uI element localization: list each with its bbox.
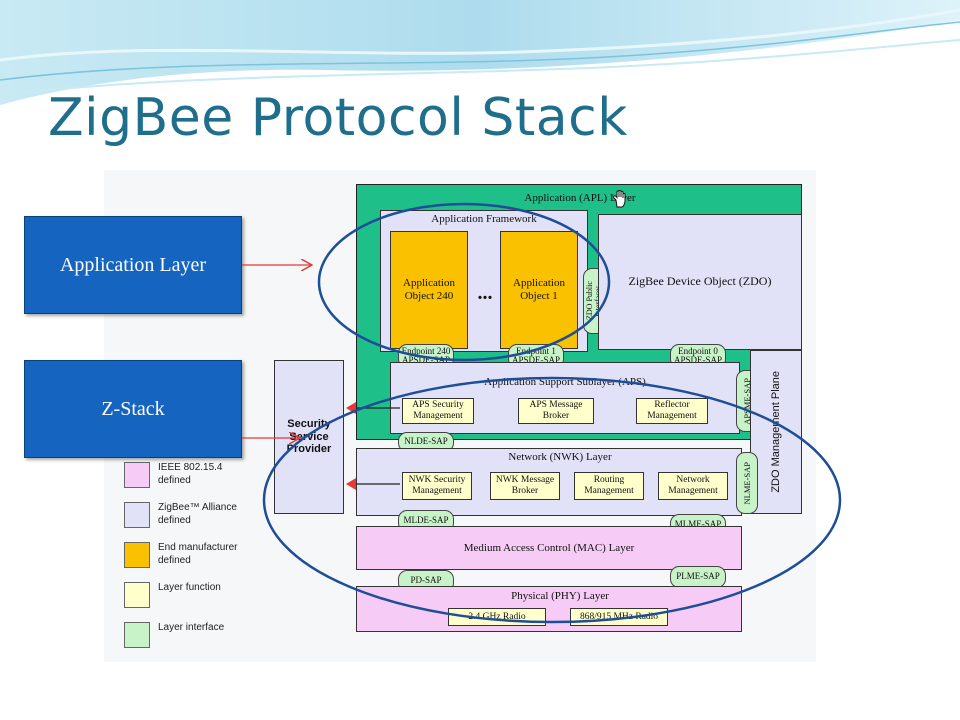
aps-sublayer-label: Application Support Sublayer (APS) [484,376,646,388]
mac-layer-box: Medium Access Control (MAC) Layer [356,526,742,570]
routing-management: Routing Management [574,472,644,500]
network-management-label: Network Management [668,475,718,496]
zdo-management-plane-label: ZDO Management Plane [769,371,782,493]
zstack-callout: Z-Stack [24,360,242,458]
hand-cursor-icon [613,190,626,208]
security-service-provider: Security Service Provider [274,360,344,514]
nwk-security-management: NWK Security Management [402,472,472,500]
header-wave-decoration [0,0,960,105]
phy-layer-label: Physical (PHY) Layer [511,590,609,602]
app-object-1-label: Application Object 1 [513,277,565,302]
nwk-security-management-label: NWK Security Management [408,475,466,496]
plme-sap-label: PLME-SAP [676,571,720,582]
mac-layer-label: Medium Access Control (MAC) Layer [463,541,635,554]
zdo-box: ZigBee Device Object (ZDO) [598,214,802,350]
app-objects-ellipsis: ... [477,282,493,304]
legend-swatch-end-manufacturer [124,542,150,568]
legend-label-layer-interface: Layer interface [158,622,225,633]
nwk-layer-label: Network (NWK) Layer [508,451,612,463]
nwk-message-broker: NWK Message Broker [490,472,560,500]
aps-security-management-label: APS Security Management [412,400,464,421]
mlde-sap-label: MLDE-SAP [403,515,449,526]
legend-label-zigbee-alliance: ZigBee™ Alliance defined [158,502,237,526]
app-object-240-label: Application Object 240 [403,277,455,302]
app-object-240: Application Object 240 [390,231,468,349]
legend-swatch-layer-function [124,582,150,608]
pd-sap-label: PD-SAP [410,575,442,586]
app-object-1: Application Object 1 [500,231,578,349]
reflector-management-label: Reflector Management [647,400,697,421]
apl-layer-label: Application (APL) Layer [524,192,636,204]
aps-message-broker-label: APS Message Broker [529,400,583,421]
radio-868-915mhz-label: 868/915 MHz Radio [579,611,659,622]
routing-management-label: Routing Management [584,475,634,496]
plme-sap: PLME-SAP [670,566,726,588]
nwk-message-broker-label: NWK Message Broker [495,475,555,496]
zdo-label: ZigBee Device Object (ZDO) [628,274,772,289]
legend-swatch-layer-interface [124,622,150,648]
application-layer-callout: Application Layer [24,216,242,314]
security-service-provider-label: Security Service Provider [286,418,332,456]
radio-868-915mhz: 868/915 MHz Radio [570,608,668,626]
aps-security-management: APS Security Management [402,398,474,424]
legend-label-end-manufacturer: End manufacturer defined [158,542,238,566]
radio-2-4ghz-label: 2.4 GHz Radio [468,611,526,622]
radio-2-4ghz: 2.4 GHz Radio [448,608,546,626]
legend-swatch-zigbee-alliance [124,502,150,528]
legend-swatch-ieee [124,462,150,488]
legend-label-ieee: IEEE 802.15.4 defined [158,462,223,486]
legend-label-layer-function: Layer function [158,582,221,593]
nlme-sap: NLME-SAP [736,452,758,514]
endpoint-0-apsde-sap-label: Endpoint 0 APSDE-SAP [673,345,722,365]
nlde-sap-label: NLDE-SAP [404,436,448,447]
nlme-sap-label: NLME-SAP [741,461,752,505]
aps-message-broker: APS Message Broker [518,398,594,424]
reflector-management: Reflector Management [636,398,708,424]
network-management: Network Management [658,472,728,500]
app-framework-label: Application Framework [431,213,537,225]
slide-title: ZigBee Protocol Stack [48,88,628,148]
